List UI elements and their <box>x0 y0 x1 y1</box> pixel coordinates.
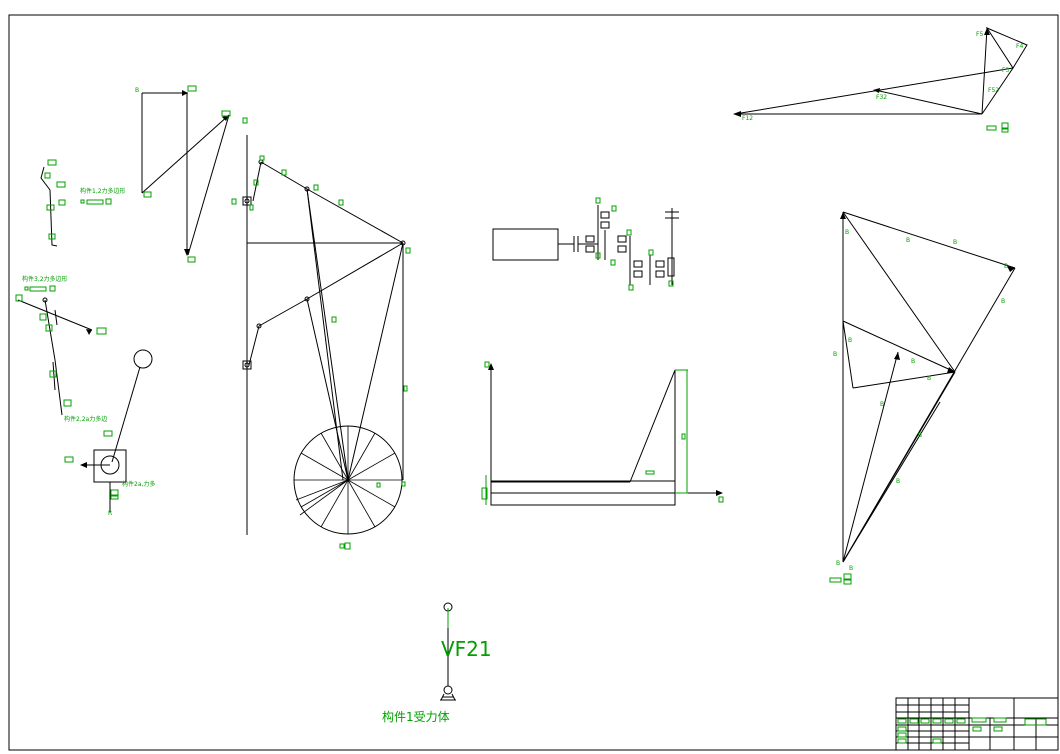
svg-text:B: B <box>927 375 931 382</box>
svg-text:B: B <box>918 432 922 439</box>
svg-text:B: B <box>833 351 837 358</box>
member-label-c: 构件2,2a力多边 <box>64 415 107 423</box>
svg-text:R: R <box>108 510 112 517</box>
svg-text:B: B <box>1001 298 1005 305</box>
svg-text:B: B <box>845 229 849 236</box>
svg-text:B: B <box>848 337 852 344</box>
fbd-caption: 构件1受力体 <box>382 709 450 724</box>
velocity-polygon: B <box>135 85 231 263</box>
fbd-force-label: VF21 <box>441 637 492 661</box>
free-body-diagram: VF21 构件1受力体 <box>382 602 492 724</box>
drawing-frame <box>8 14 1059 751</box>
svg-text:F12: F12 <box>742 115 753 122</box>
svg-text:B: B <box>849 565 853 572</box>
member-label-a: 构件1,2力多边形 <box>80 187 126 195</box>
svg-text:F3: F3 <box>1002 67 1009 74</box>
svg-text:F32: F32 <box>876 94 887 101</box>
force-polygon-top-right: F5 F4 F3 F52 F32 F12 <box>733 26 1028 133</box>
svg-text:B: B <box>896 478 900 485</box>
gear-transmission-schematic <box>492 197 679 291</box>
svg-text:F4: F4 <box>1016 43 1023 50</box>
svg-text:B: B <box>836 560 840 567</box>
member-label-b: 构件3,2力多边形 <box>22 275 68 283</box>
title-block <box>895 697 1059 751</box>
svg-text:B: B <box>135 87 139 94</box>
member-force-sketch-3: 构件2a,力多 R <box>64 349 155 517</box>
svg-text:B: B <box>911 358 915 365</box>
linkage-mechanism <box>231 117 411 535</box>
member-force-sketch-2: 构件3,2力多边形 构件2,2a力多边 <box>15 275 107 423</box>
svg-text:B: B <box>906 237 910 244</box>
member-force-sketch-1: 构件1,2力多边形 <box>40 159 126 247</box>
svg-text:F5: F5 <box>976 31 983 38</box>
motion-graph <box>481 361 724 506</box>
svg-text:F52: F52 <box>988 87 999 94</box>
svg-text:B: B <box>953 239 957 246</box>
svg-text:B: B <box>1004 263 1008 270</box>
member-label-d: 构件2a,力多 <box>122 480 155 488</box>
acceleration-polygon: B B B B B B B B B B B B B B <box>829 211 1016 585</box>
wheel-diagram <box>293 425 406 550</box>
svg-text:B: B <box>880 401 884 408</box>
